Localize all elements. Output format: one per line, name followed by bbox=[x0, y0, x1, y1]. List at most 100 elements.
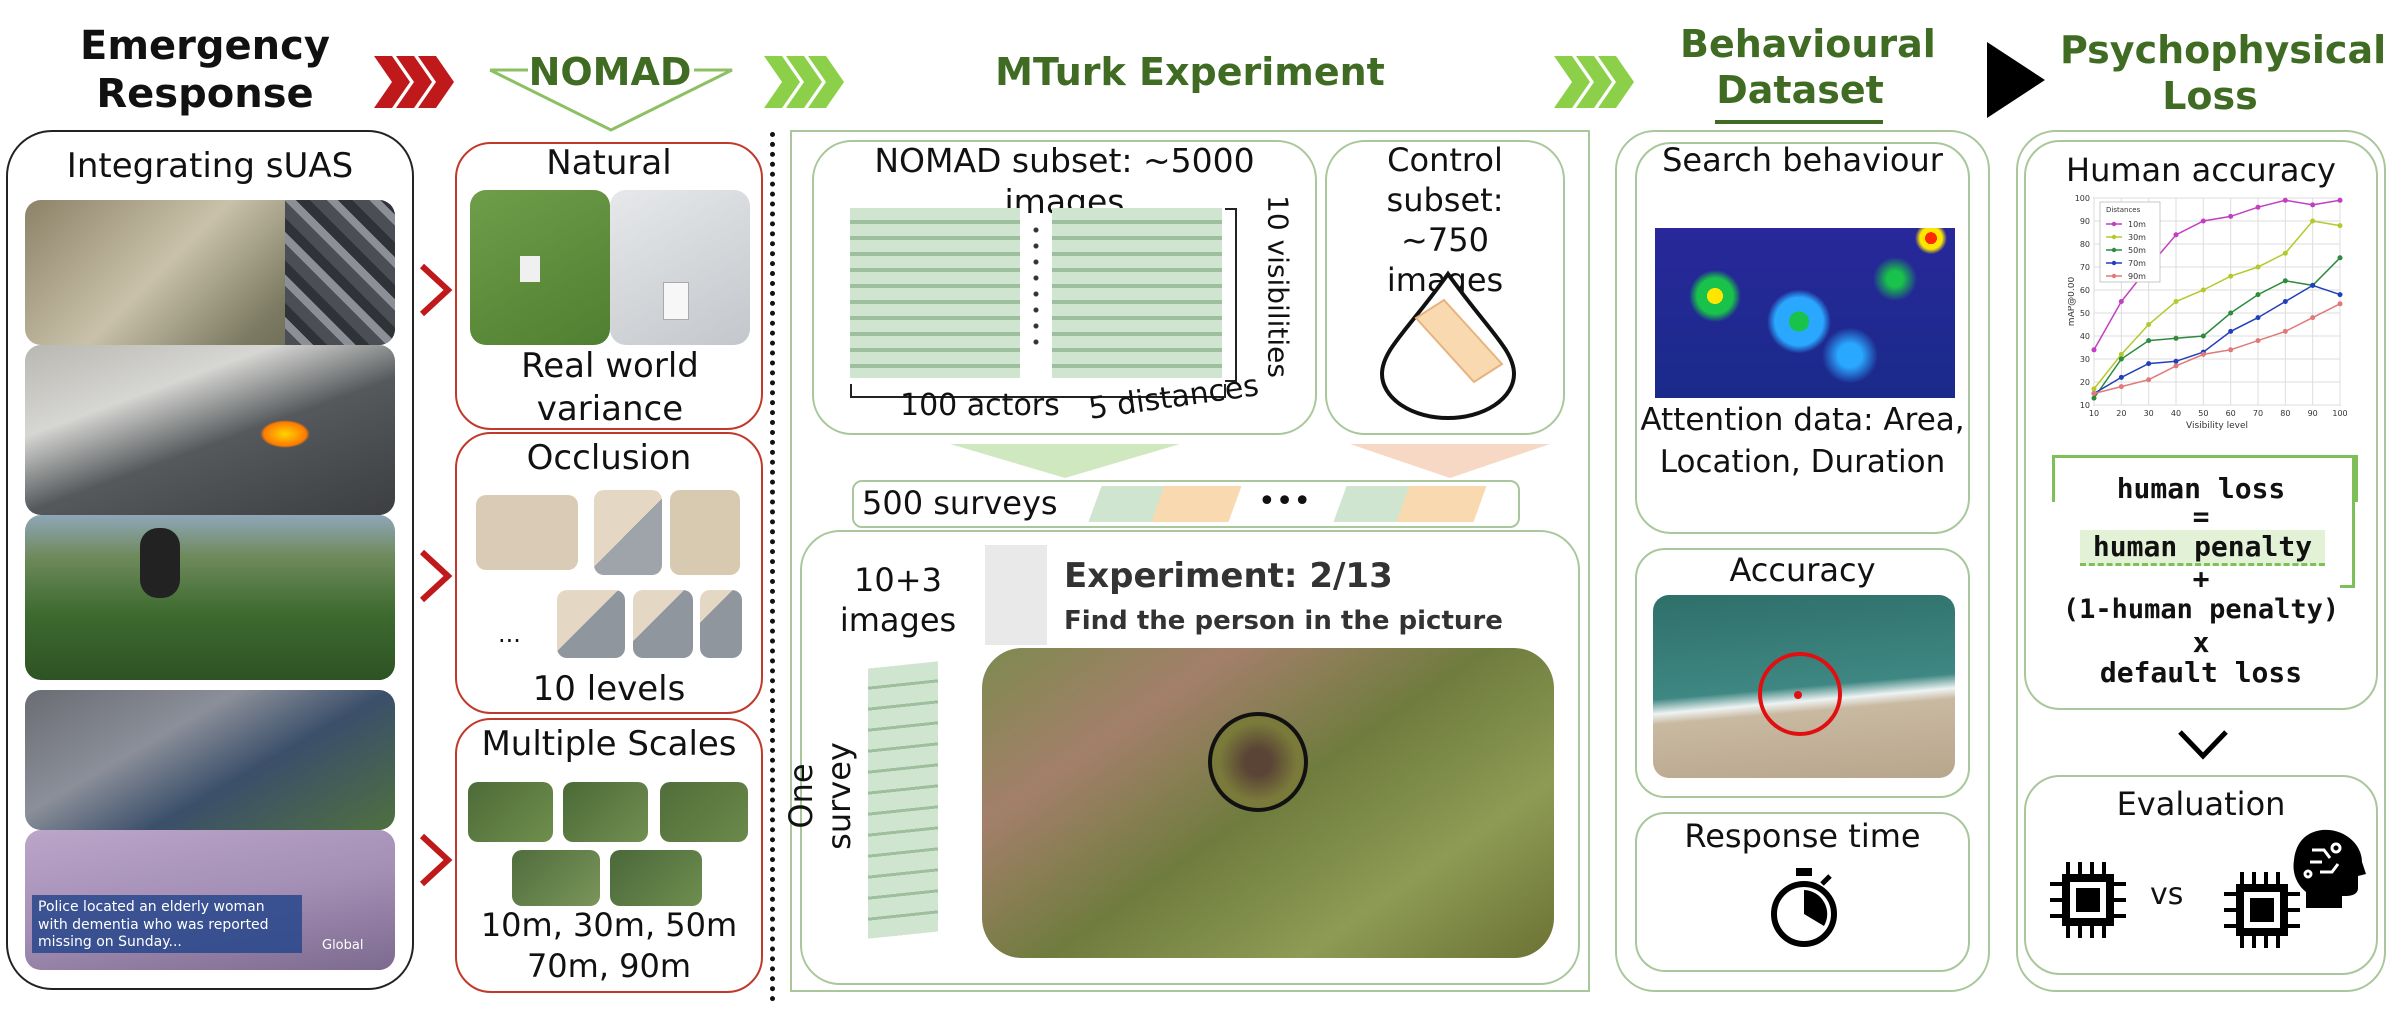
chart-xtick-label: 10 bbox=[2089, 409, 2099, 418]
chart-point-10m bbox=[2118, 299, 2124, 304]
chart-point-10m bbox=[2282, 197, 2288, 203]
chart-point-90m bbox=[2118, 384, 2124, 390]
survey-strip-1 bbox=[1088, 486, 1242, 522]
chevron-down-icon bbox=[2178, 730, 2228, 760]
chart-series-line-50m bbox=[2093, 257, 2341, 399]
red-chevron-scales bbox=[419, 833, 453, 887]
formula-line6: x bbox=[2192, 626, 2210, 659]
chart-point-90m bbox=[2146, 377, 2152, 383]
evaluation-title: Evaluation bbox=[2116, 785, 2286, 823]
green-chevron-arrows-2 bbox=[1554, 56, 1634, 108]
chart-ytick-label: 80 bbox=[2080, 240, 2090, 249]
dotted-divider bbox=[770, 132, 775, 1002]
chart-point-70m bbox=[2310, 282, 2316, 288]
chart-legend-title: Distances bbox=[2106, 206, 2141, 214]
chart-point-70m bbox=[2146, 361, 2152, 367]
chart-point-10m bbox=[2200, 218, 2206, 224]
chart-xtick-label: 70 bbox=[2253, 409, 2263, 418]
black-triangle-arrow bbox=[1987, 42, 2045, 118]
human-head-brain-icon bbox=[2293, 829, 2366, 908]
chart-legend-marker bbox=[2111, 234, 2117, 240]
chart-point-90m bbox=[2255, 338, 2261, 344]
drone-photo-cliff bbox=[25, 690, 395, 830]
accuracy-title: Accuracy bbox=[1729, 551, 1876, 589]
chart-point-90m bbox=[2337, 301, 2343, 307]
stack-brace-right bbox=[1225, 208, 1237, 382]
chart-point-10m bbox=[2228, 213, 2234, 219]
chart-point-90m bbox=[2173, 363, 2179, 369]
chart-legend-label: 30m bbox=[2128, 233, 2146, 242]
chart-legend-label: 90m bbox=[2128, 272, 2146, 281]
red-chevron-arrows bbox=[374, 56, 454, 108]
scales-title: Multiple Scales bbox=[481, 724, 737, 764]
stage-behavioural-dataset: Behavioural Dataset bbox=[1680, 22, 1936, 112]
chart-legend-marker bbox=[2111, 260, 2117, 266]
vs-label: vs bbox=[2150, 877, 2184, 912]
chart-point-30m bbox=[2091, 386, 2097, 392]
scale-thumb-3 bbox=[660, 782, 748, 842]
chart-ytick-label: 10 bbox=[2080, 401, 2090, 410]
news-logo: Global bbox=[322, 938, 364, 953]
stack-brace-bottom bbox=[850, 384, 1226, 398]
chart-xtick-label: 50 bbox=[2198, 409, 2208, 418]
scales-caption-line2: 70m, 90m bbox=[526, 947, 692, 985]
chart-point-50m bbox=[2282, 278, 2288, 284]
chart-legend-marker bbox=[2111, 221, 2117, 227]
chart-legend-label: 10m bbox=[2128, 220, 2146, 229]
search-behaviour-title: Search behaviour bbox=[1662, 141, 1943, 179]
chart-point-30m bbox=[2255, 264, 2261, 270]
natural-photo-snow bbox=[610, 190, 750, 345]
chart-point-50m bbox=[2337, 255, 2343, 261]
chart-point-70m bbox=[2228, 328, 2234, 334]
stage-mturk: MTurk Experiment bbox=[995, 50, 1385, 94]
control-subset-icon bbox=[1379, 270, 1517, 420]
occlusion-thumb-3 bbox=[670, 490, 740, 575]
chart-point-10m bbox=[2173, 232, 2179, 238]
occlusion-thumb-2 bbox=[594, 490, 662, 575]
chart-ytick-label: 50 bbox=[2080, 309, 2090, 318]
formula-frame-outer bbox=[2052, 455, 2358, 502]
chart-xtick-label: 100 bbox=[2332, 409, 2347, 418]
experiment-title: Experiment: 2/13 bbox=[1064, 556, 1393, 596]
formula-line7: default loss bbox=[2099, 656, 2303, 689]
nomad-funnel-icon bbox=[489, 68, 733, 132]
chart-point-50m bbox=[2200, 333, 2206, 339]
survey-dots: ••• bbox=[1258, 484, 1312, 519]
chart-point-30m bbox=[2146, 322, 2152, 327]
image-stack-right bbox=[1052, 208, 1222, 378]
chart-point-30m bbox=[2337, 223, 2343, 229]
control-subset-title: Control subset: ~750 images bbox=[1386, 141, 1504, 299]
chart-point-30m bbox=[2228, 273, 2234, 279]
chart-ytick-label: 20 bbox=[2080, 378, 2090, 387]
chart-point-90m bbox=[2091, 391, 2097, 396]
down-arrow-orange bbox=[1350, 444, 1550, 478]
natural-object-grass bbox=[520, 256, 540, 282]
news-caption: Police located an elderly woman with dem… bbox=[32, 895, 302, 953]
one-survey-label: One survey bbox=[782, 742, 858, 850]
chart-point-30m bbox=[2118, 351, 2124, 357]
emergency-panel-title: Integrating sUAS bbox=[66, 146, 354, 186]
chart-point-90m bbox=[2310, 315, 2316, 321]
chart-xlabel: Visibility level bbox=[2186, 421, 2248, 431]
scales-caption-line1: 10m, 30m, 50m bbox=[480, 906, 738, 944]
nomad-subset-title: NOMAD subset: ~5000 images bbox=[874, 141, 1255, 222]
chart-series-line-30m bbox=[2093, 220, 2341, 390]
chart-point-50m bbox=[2146, 338, 2152, 344]
survey-strip-2 bbox=[1333, 486, 1487, 522]
occlusion-thumb-1 bbox=[476, 495, 578, 570]
chart-legend-marker bbox=[2111, 273, 2117, 279]
accuracy-target-circle bbox=[1758, 652, 1842, 736]
chart-point-50m bbox=[2228, 310, 2234, 316]
behavioural-underline bbox=[1715, 120, 1883, 124]
occlusion-caption: 10 levels bbox=[532, 669, 686, 709]
occlusion-thumb-4 bbox=[557, 590, 625, 658]
chart-point-10m bbox=[2255, 204, 2261, 210]
red-chevron-natural bbox=[419, 263, 453, 317]
scale-thumb-4 bbox=[512, 850, 600, 906]
attention-heatmap bbox=[1655, 228, 1955, 398]
chart-ytick-label: 30 bbox=[2080, 355, 2090, 364]
chart-legend-label: 50m bbox=[2128, 246, 2146, 255]
chart-series-line-90m bbox=[2093, 303, 2341, 395]
cpu-chip-icon bbox=[2050, 862, 2126, 938]
image-stack-left bbox=[850, 208, 1020, 378]
